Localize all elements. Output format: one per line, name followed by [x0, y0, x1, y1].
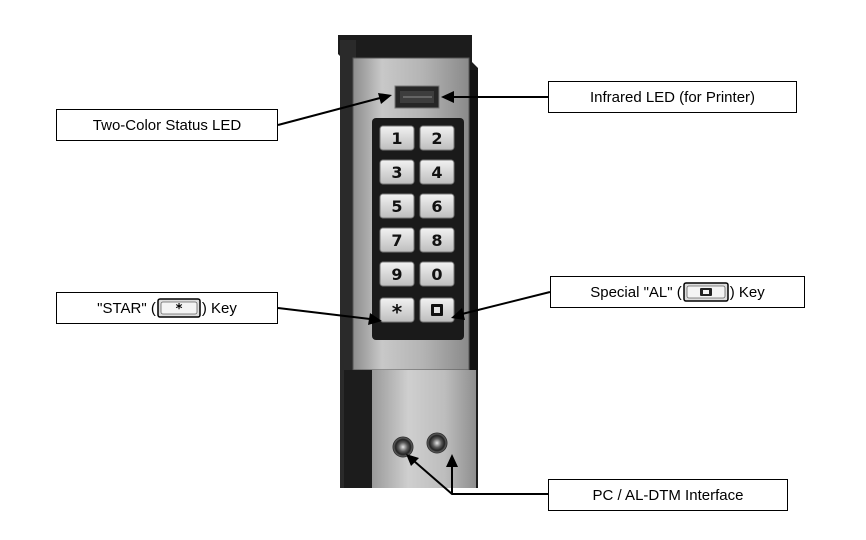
keypad-key-label: 0: [431, 265, 442, 284]
keypad-key-5[interactable]: 5: [379, 193, 415, 219]
callout-star-key: "STAR" ( * ) Key: [56, 292, 278, 324]
keypad-key-label: 4: [431, 163, 442, 182]
keypad-key-label: 5: [391, 197, 402, 216]
keypad-key-8[interactable]: 8: [419, 227, 455, 253]
star-key-icon: *: [157, 298, 201, 318]
callout-al-key-suffix: ) Key: [729, 283, 765, 301]
keypad-key-4[interactable]: 4: [419, 159, 455, 185]
keypad-key-label: 3: [391, 163, 402, 182]
keypad-key-0[interactable]: 0: [419, 261, 455, 287]
keypad-key-9[interactable]: 9: [379, 261, 415, 287]
interface-port-right: [426, 432, 448, 454]
callout-infrared-led: Infrared LED (for Printer): [548, 81, 797, 113]
callout-star-key-prefix: "STAR" (: [97, 299, 156, 317]
keypad-key-label: 6: [431, 197, 442, 216]
keypad-key-label: 8: [431, 231, 442, 250]
lower-plate: [344, 370, 478, 488]
svg-text:*: *: [175, 302, 182, 317]
keypad-key-6[interactable]: 6: [419, 193, 455, 219]
interface-port-left: [392, 436, 414, 458]
callout-pc-interface: PC / AL-DTM Interface: [548, 479, 788, 511]
keypad-key-label: 2: [431, 129, 442, 148]
callout-two-color-status-led-text: Two-Color Status LED: [92, 116, 242, 134]
keypad-keys: 1 2 3 4 5 6 7 8 9 0 *: [379, 125, 455, 324]
keypad-key-7[interactable]: 7: [379, 227, 415, 253]
callout-arrows: [277, 91, 551, 495]
keypad-key-label: 7: [391, 231, 402, 250]
keypad-key-1[interactable]: 1: [379, 125, 415, 151]
callout-infrared-led-text: Infrared LED (for Printer): [589, 88, 756, 106]
callout-al-key: Special "AL" ( ) Key: [550, 276, 805, 308]
pc-interface-ports: [392, 432, 448, 458]
infrared-led: [394, 85, 440, 109]
keypad-key-label: *: [392, 300, 403, 324]
keypad-key-3[interactable]: 3: [379, 159, 415, 185]
keypad-key-label: 9: [391, 265, 402, 284]
callout-pc-interface-text: PC / AL-DTM Interface: [592, 486, 744, 504]
keypad-key-2[interactable]: 2: [419, 125, 455, 151]
callout-al-key-prefix: Special "AL" (: [590, 283, 682, 301]
keypad-key-al[interactable]: [419, 297, 455, 323]
keypad-key-star[interactable]: *: [379, 297, 415, 324]
callout-two-color-status-led: Two-Color Status LED: [56, 109, 278, 141]
keypad-key-label: 1: [391, 129, 402, 148]
al-key-icon: [683, 282, 729, 302]
callout-star-key-suffix: ) Key: [201, 299, 237, 317]
